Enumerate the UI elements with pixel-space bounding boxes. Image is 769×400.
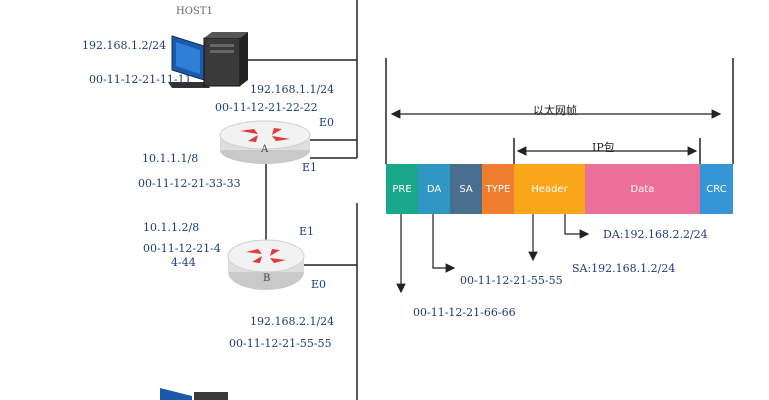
pre-mac-annotation: 00-11-12-21-66-66 <box>413 306 516 319</box>
router-a-e1-ip: 10.1.1.1/8 <box>142 152 199 165</box>
frame-field-data: Data <box>585 164 700 214</box>
router-b-e1-mac-line2: 4-44 <box>171 256 196 269</box>
router-b-e1-mac-line1: 00-11-12-21-4 <box>143 242 221 255</box>
router-a-e0-ip: 192.168.1.1/24 <box>250 83 335 96</box>
header-da-arrow <box>564 214 590 239</box>
host1-name: HOST1 <box>176 6 213 17</box>
ip-sa-annotation: SA:192.168.1.2/24 <box>572 262 676 275</box>
frame-field-crc: CRC <box>700 164 733 214</box>
router-a-e0-mac: 00-11-12-21-22-22 <box>215 101 318 114</box>
host2-computer-icon <box>160 388 228 400</box>
router-b-icon <box>227 239 305 290</box>
router-b-e0-mac: 00-11-12-21-55-55 <box>229 337 332 350</box>
ethernet-frame-label: 以太网帧 <box>533 104 577 117</box>
frame-field-pre: PRE <box>386 164 418 214</box>
router-b-e0-label: E0 <box>311 278 327 291</box>
ip-packet-label: IP包 <box>592 141 615 154</box>
frame-field-sa: SA <box>450 164 482 214</box>
frame-field-da: DA <box>418 164 450 214</box>
router-b-e1-label: E1 <box>299 225 315 238</box>
host1-mac: 00-11-12-21-11-11 <box>89 73 192 86</box>
host1-ip: 192.168.1.2/24 <box>82 39 167 52</box>
router-b-e1-ip: 10.1.1.2/8 <box>143 221 200 234</box>
router-a-e1-label: E1 <box>302 161 318 174</box>
da-mac-annotation: 00-11-12-21-55-55 <box>460 274 563 287</box>
router-a-e1-mac: 00-11-12-21-33-33 <box>138 177 241 190</box>
router-a-icon <box>219 120 311 164</box>
router-b-e0-ip: 192.168.2.1/24 <box>250 315 335 328</box>
router-a-label: A <box>261 144 269 155</box>
host1-computer-icon <box>168 32 248 88</box>
router-b-label: B <box>263 273 271 284</box>
router-a-e0-label: E0 <box>319 116 335 129</box>
frame-field-type: TYPE <box>482 164 514 214</box>
da-arrow <box>432 214 456 273</box>
frame-field-header: Header <box>514 164 585 214</box>
ip-da-annotation: DA:192.168.2.2/24 <box>603 228 708 241</box>
